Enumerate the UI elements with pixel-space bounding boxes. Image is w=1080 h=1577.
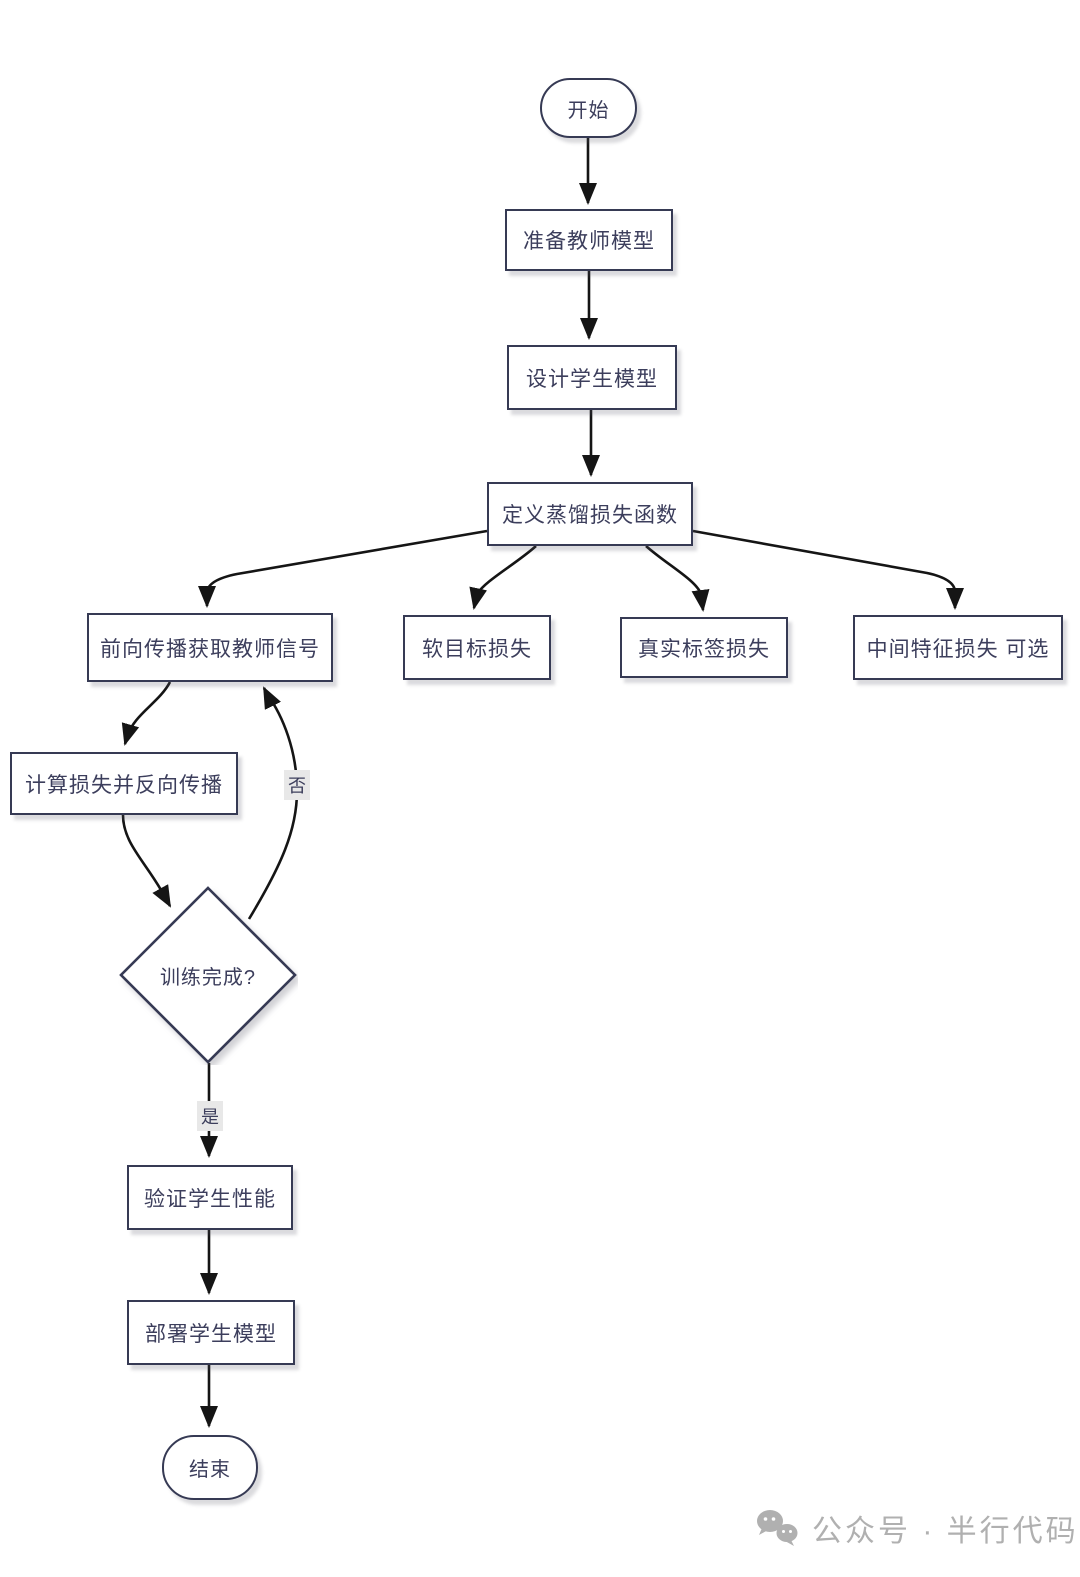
- start-node: 开始: [540, 78, 637, 138]
- prepare-teacher-node: 准备教师模型: [505, 209, 673, 271]
- edge-forward-to-compute: [121, 681, 172, 746]
- soft-target-loss-node: 软目标损失: [403, 615, 551, 680]
- edge-compute-to-decision: [121, 814, 172, 908]
- wechat-icon: [757, 1510, 798, 1546]
- compute-backprop-node: 计算损失并反向传播: [10, 752, 238, 815]
- edge-define-to-soft: [469, 545, 537, 610]
- edge-define-to-feature: [692, 529, 964, 610]
- validate-student-node: 验证学生性能: [127, 1165, 293, 1230]
- edge-define-to-forward: [198, 529, 488, 608]
- end-node: 结束: [162, 1435, 258, 1500]
- decision-diamond-shape: [119, 886, 297, 1064]
- watermark-text: 公众号 · 半行代码: [812, 1515, 1079, 1548]
- define-loss-node: 定义蒸馏损失函数: [487, 482, 693, 546]
- edge-label-yes: 是: [197, 1101, 223, 1131]
- deploy-student-node: 部署学生模型: [127, 1300, 295, 1365]
- decision-label: 训练完成?: [159, 966, 257, 989]
- feature-loss-node: 中间特征损失 可选: [853, 615, 1063, 680]
- edge-label-no: 否: [284, 770, 310, 800]
- edge-define-to-truth: [645, 545, 710, 612]
- training-done-decision: 训练完成?: [118, 885, 298, 1065]
- design-student-node: 设计学生模型: [507, 345, 677, 410]
- forward-teacher-node: 前向传播获取教师信号: [87, 613, 333, 682]
- ground-truth-loss-node: 真实标签损失: [620, 617, 788, 678]
- watermark: 公众号 · 半行代码: [756, 1506, 1079, 1550]
